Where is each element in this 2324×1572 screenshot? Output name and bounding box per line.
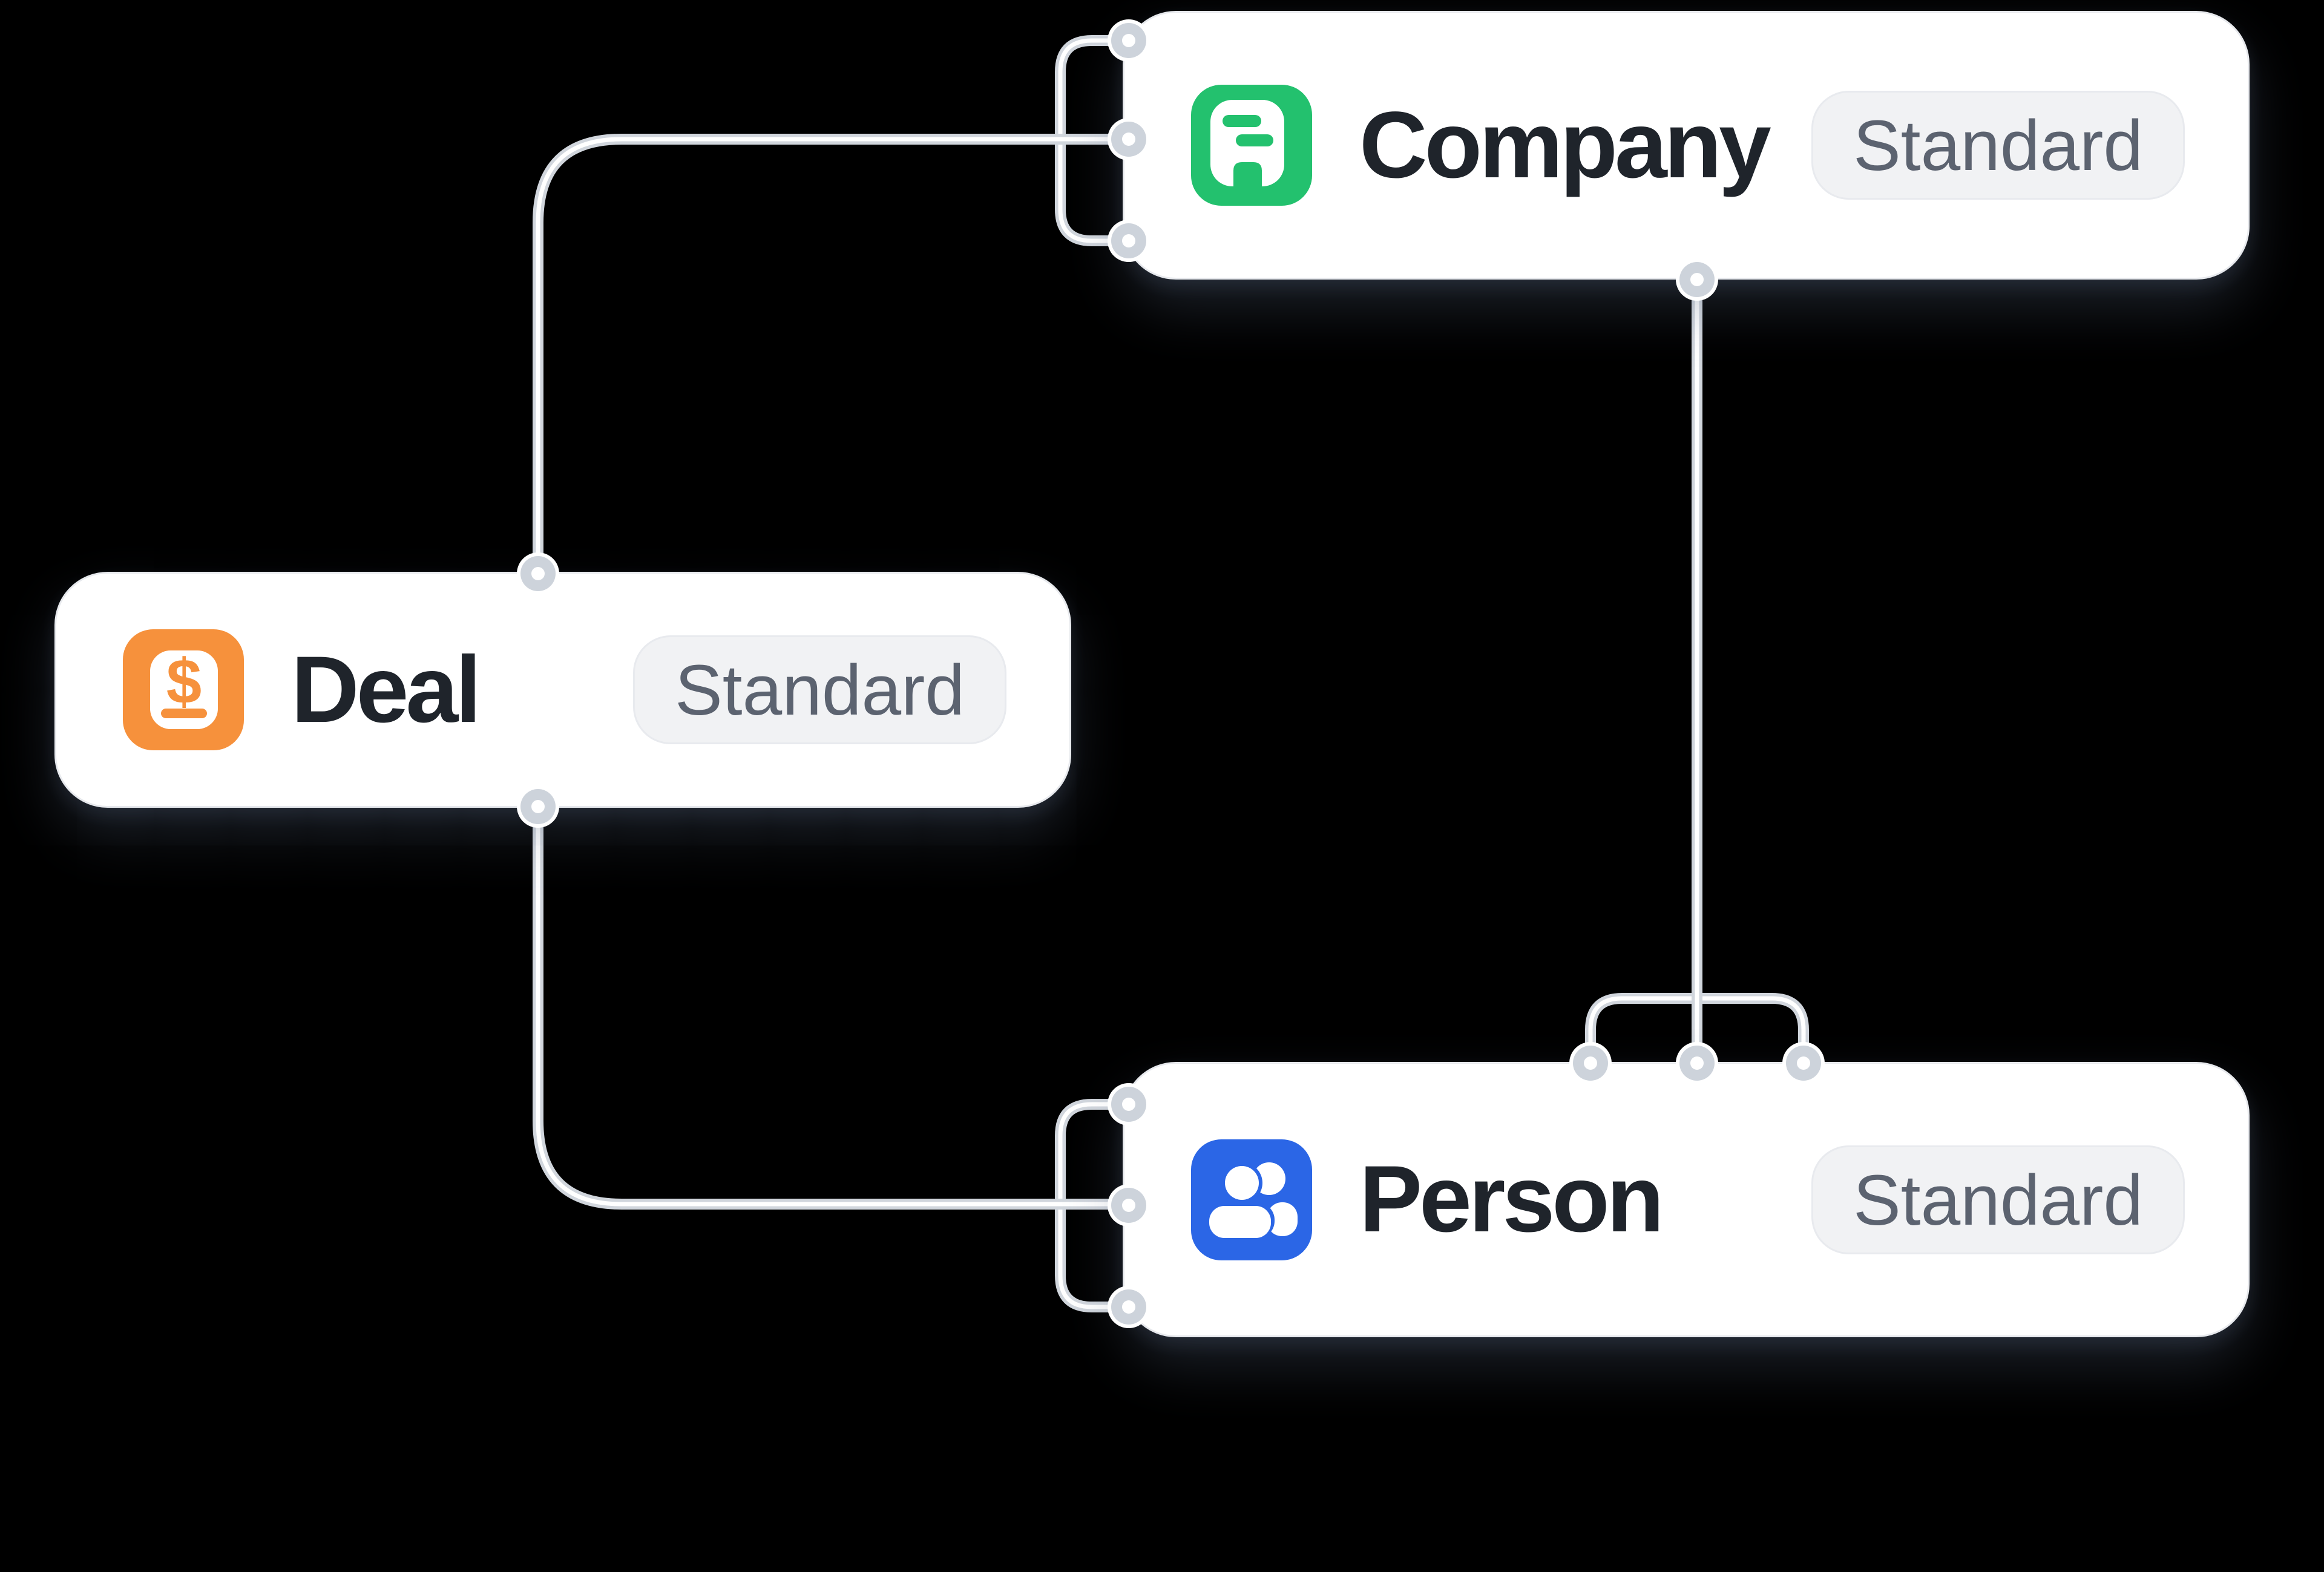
node-type-badge: Standard [1811,91,2185,200]
edge-deal-to-person [533,805,1129,1312]
node-type-badge: Standard [633,635,1006,744]
edge-line-core [536,805,1129,1207]
edge-deal-to-company [533,35,1129,574]
node-title: Person [1359,1147,1664,1252]
edge-company-to-person [1585,277,1809,1063]
entity-node-deal[interactable]: $ Deal Standard [54,572,1071,808]
dollar-icon: $ [123,629,244,750]
building-icon [1191,85,1312,206]
node-type-badge: Standard [1811,1145,2185,1254]
entity-node-person[interactable]: Person Standard [1123,1062,2250,1337]
svg-text:$: $ [166,646,202,717]
entity-node-company[interactable]: Company Standard [1123,11,2250,280]
node-title: Deal [291,637,482,742]
edge-line-core [536,137,1129,574]
node-title: Company [1359,92,1771,198]
people-icon [1191,1139,1312,1260]
edge-line [533,134,1129,574]
edge-line [533,805,1129,1210]
